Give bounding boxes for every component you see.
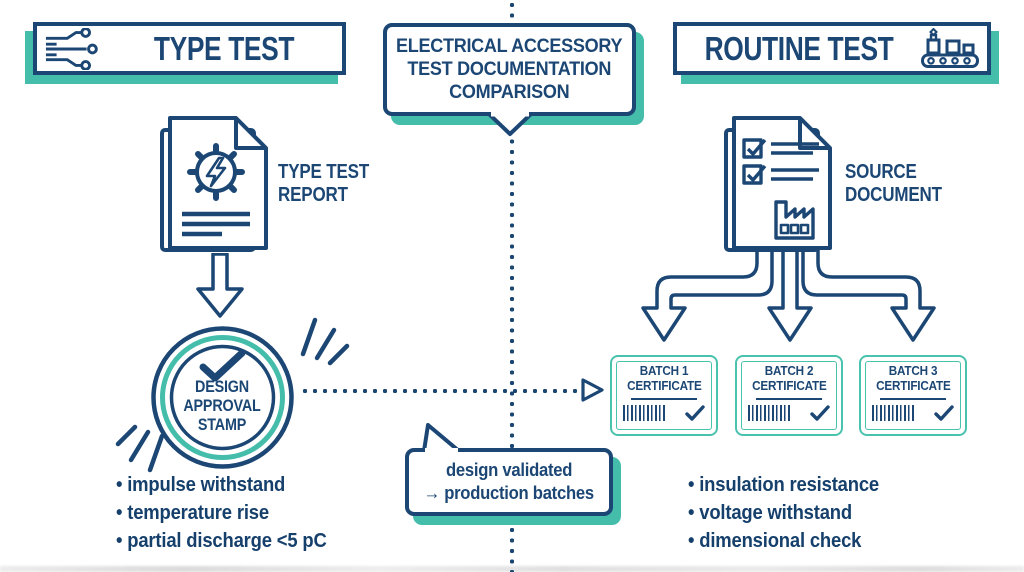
check-icon — [934, 405, 954, 421]
callout-bubble: design validated → production batches — [405, 448, 613, 516]
barcode-icon — [623, 404, 665, 421]
type-test-header: TYPE TEST — [33, 22, 346, 75]
stamp-rays-top-right-icon — [300, 317, 350, 366]
design-approval-stamp — [151, 326, 294, 469]
bullet-item: voltage withstand — [688, 499, 879, 527]
certificate-title: BATCH 3 — [888, 363, 938, 378]
comparison-title-line: TEST DOCUMENTATION — [407, 58, 612, 80]
type-test-label: TYPE TEST — [153, 29, 295, 67]
routine-test-bullets: insulation resistance voltage withstand … — [688, 471, 900, 555]
certificate-subtitle: CERTIFICATE — [875, 377, 951, 393]
routine-test-label: ROUTINE TEST — [704, 29, 894, 67]
bullet-item: impulse withstand — [116, 471, 327, 499]
certificate-subtitle: CERTIFICATE — [626, 377, 702, 393]
certificate-frame — [865, 361, 961, 430]
routine-test-header: ROUTINE TEST — [673, 22, 991, 75]
barcode-icon — [872, 404, 914, 421]
bullet-item: insulation resistance — [688, 471, 879, 499]
source-document-icon — [724, 116, 832, 252]
circuit-icon — [45, 27, 98, 70]
down-arrow-icon — [196, 253, 244, 318]
stamp-rays-bottom-left-icon — [115, 424, 165, 473]
checkmark-icon — [199, 349, 246, 382]
vertical-dotted-divider — [509, 0, 515, 572]
branch-arrows-icon — [641, 248, 936, 342]
check-icon — [685, 405, 705, 421]
batch-certificate-1: BATCH 1 CERTIFICATE — [610, 355, 718, 436]
certificate-title: BATCH 2 — [764, 363, 814, 378]
checklist-icon — [742, 138, 819, 185]
certificate-divider — [756, 397, 822, 400]
comparison-bubble: ELECTRICAL ACCESSORY TEST DOCUMENTATION … — [383, 23, 636, 116]
comparison-bubble-pointer — [487, 112, 533, 136]
conveyor-icon — [921, 27, 979, 68]
barcode-icon — [748, 404, 790, 421]
certificate-frame — [616, 361, 712, 430]
type-test-report-icon — [160, 116, 268, 252]
source-document-label: SOURCE DOCUMENT — [845, 161, 942, 206]
bullet-item: temperature rise — [116, 499, 327, 527]
bullet-item: dimensional check — [688, 527, 879, 555]
certificate-title: BATCH 1 — [639, 363, 689, 378]
certificate-subtitle: CERTIFICATE — [751, 377, 827, 393]
stamp-label: DESIGN APPROVAL STAMP — [183, 378, 261, 434]
stamp-to-certificates-dotted-line — [300, 388, 578, 394]
callout-line: design validated — [445, 459, 573, 481]
bullet-item: partial discharge <5 pC — [116, 527, 327, 555]
certificate-divider — [880, 397, 946, 400]
gear-lightning-icon — [187, 143, 245, 201]
batch-certificate-2: BATCH 2 CERTIFICATE — [735, 355, 843, 436]
comparison-title-line: ELECTRICAL ACCESSORY — [396, 35, 623, 57]
type-test-report-label: TYPE TEST REPORT — [278, 161, 370, 206]
comparison-title-line: COMPARISON — [449, 82, 570, 104]
callout-line: → production batches — [423, 482, 595, 503]
callout-bubble-pointer — [422, 423, 461, 452]
batch-certificate-3: BATCH 3 CERTIFICATE — [859, 355, 967, 436]
certificate-frame — [741, 361, 837, 430]
certificate-divider — [631, 397, 697, 400]
flow-arrowhead-icon — [581, 378, 604, 402]
check-icon — [810, 405, 830, 421]
type-test-bullets: impulse withstand temperature rise parti… — [116, 471, 350, 555]
factory-icon — [774, 200, 815, 240]
